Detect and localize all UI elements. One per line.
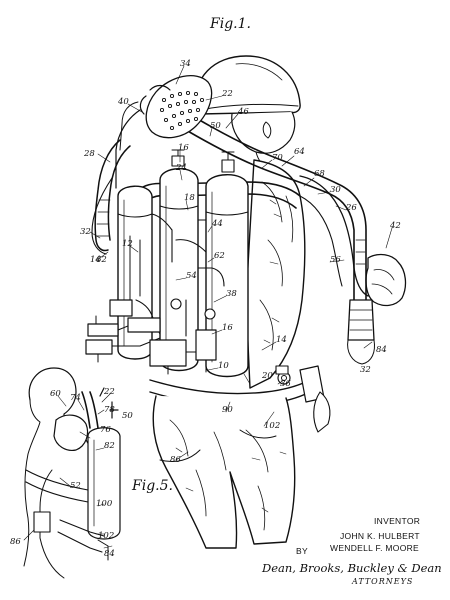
fig1-caption: Fig.1. xyxy=(209,16,251,32)
hose xyxy=(115,109,141,189)
ref-numeral: 76 xyxy=(100,425,111,435)
ref-numeral: 62 xyxy=(214,251,225,261)
left-jet-tube xyxy=(94,139,131,252)
ref-numeral: 10 xyxy=(218,361,229,371)
ref-numeral: 22 xyxy=(221,89,233,99)
valve-cluster xyxy=(85,298,217,375)
ref-numeral: 14 xyxy=(276,335,287,345)
by-label: BY xyxy=(296,546,308,556)
ref-numeral: 54 xyxy=(186,271,197,281)
ref-numeral: 32 xyxy=(80,227,91,237)
ref-numeral: 50 xyxy=(210,121,221,131)
right-jet-nozzle xyxy=(347,299,375,365)
ref-numeral: 22 xyxy=(103,387,115,397)
ref-numeral: 90 xyxy=(222,405,233,415)
fig1-drawing: 34 22 40 46 50 28 16 24 70 64 68 30 26 1… xyxy=(80,55,407,549)
ref-numeral: 70 xyxy=(272,153,283,163)
tank-valves xyxy=(171,149,235,173)
ref-numeral: 84 xyxy=(104,549,115,559)
ref-numeral: 46 xyxy=(237,107,249,117)
ref-numeral: 50 xyxy=(122,411,133,421)
ref-numeral: 64 xyxy=(294,147,305,157)
ref-numeral: 12 xyxy=(122,239,133,249)
fig5-leader-lines xyxy=(23,393,113,549)
fig5-caption: Fig.5. xyxy=(131,478,173,494)
ref-numeral: 68 xyxy=(314,169,325,179)
torso xyxy=(245,159,306,389)
fig5-hand xyxy=(53,414,89,451)
ref-numeral: 34 xyxy=(180,59,191,69)
ref-numeral: 16 xyxy=(222,323,233,333)
belt-fittings xyxy=(275,365,331,433)
ref-numeral: 16 xyxy=(178,143,189,153)
ref-numeral: 20 xyxy=(261,371,273,381)
ref-numeral: 24 xyxy=(175,163,187,173)
ref-numeral: 62 xyxy=(96,255,107,265)
inventor-heading: INVENTOR xyxy=(374,516,421,526)
ref-numeral: 30 xyxy=(330,185,341,195)
ref-numeral: 18 xyxy=(184,193,195,203)
helmet xyxy=(194,55,301,115)
ref-numeral: 52 xyxy=(70,481,81,491)
ref-numeral: 40 xyxy=(117,97,129,107)
ref-numeral: 36 xyxy=(280,379,291,389)
legs xyxy=(152,395,296,549)
ref-numeral: 74 xyxy=(70,393,81,403)
ref-numeral: 86 xyxy=(10,537,21,547)
inventor-name-2: WENDELL F. MOORE xyxy=(330,543,420,553)
right-arm xyxy=(299,175,407,307)
fig5-buckle xyxy=(33,511,51,533)
attorney-signature: Dean, Brooks, Buckley & Dean xyxy=(262,561,442,575)
inventor-name-1: JOHN K. HULBERT xyxy=(340,531,420,541)
ref-numeral: 38 xyxy=(226,289,237,299)
ref-numeral: 84 xyxy=(376,345,387,355)
fig5-tank xyxy=(87,427,121,540)
ref-numeral: 26 xyxy=(345,203,357,213)
ref-numeral: 78 xyxy=(104,405,115,415)
ref-numeral: 32 xyxy=(360,365,371,375)
fig5-tube xyxy=(81,391,91,429)
ref-numeral: 44 xyxy=(211,219,223,229)
leader-lines xyxy=(89,65,393,461)
fig5-reference-numerals: 60 74 22 50 78 76 82 52 100 102 86 84 xyxy=(10,387,133,559)
ref-numeral: 56 xyxy=(330,255,341,265)
gas-generator xyxy=(119,75,213,151)
ref-numeral: 60 xyxy=(50,389,61,399)
ref-numeral: 102 xyxy=(98,531,114,541)
ref-numeral: 102 xyxy=(264,421,280,431)
left-arm xyxy=(91,177,113,255)
fig1-reference-numerals: 34 22 40 46 50 28 16 24 70 64 68 30 26 1… xyxy=(80,59,401,465)
ref-numeral: 82 xyxy=(104,441,115,451)
ref-numeral: 14 xyxy=(90,255,101,265)
ref-numeral: 42 xyxy=(389,221,401,231)
ref-numeral: 100 xyxy=(96,499,113,509)
fig5-drawing: 60 74 22 50 78 76 82 52 100 102 86 84 xyxy=(10,367,133,579)
ref-numeral: 28 xyxy=(83,149,95,159)
attorneys-label: ATTORNEYS xyxy=(352,577,414,586)
ref-numeral: 86 xyxy=(170,455,181,465)
